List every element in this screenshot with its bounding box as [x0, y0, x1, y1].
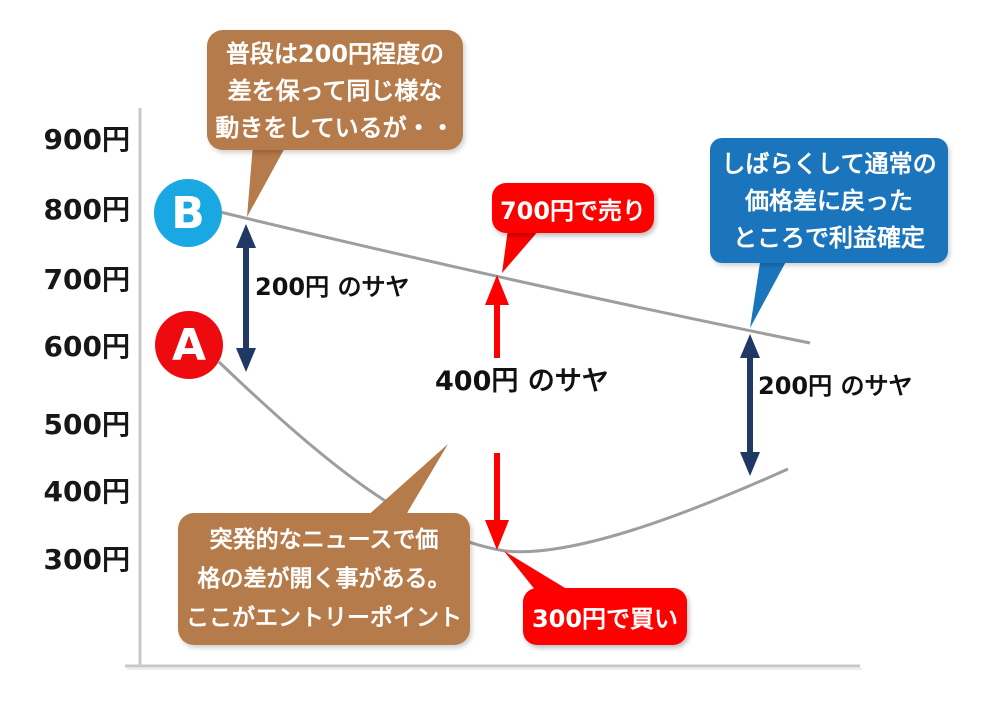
buy-tag: 300円で買い	[523, 588, 687, 645]
bottom-brown-callout-tail	[365, 444, 448, 518]
y-tick-500: 500円	[43, 408, 130, 441]
middle-spread-line2: のサヤ	[527, 366, 609, 397]
series-b-letter: B	[171, 187, 205, 239]
middle-spread-arrow	[485, 275, 509, 550]
right-spread-arrow	[740, 334, 760, 476]
y-tick-900: 900円	[43, 123, 130, 156]
left-spread-arrow	[236, 224, 256, 372]
series-line-a	[217, 360, 789, 554]
middle-spread-line1: 400円	[435, 366, 519, 397]
bottom-brown-line3: ここがエントリーポイント	[186, 605, 462, 631]
right-spread-label: 200円 のサヤ	[758, 370, 912, 402]
top-brown-line3: 動きをしているが・・	[215, 114, 455, 142]
bottom-brown-callout: 突発的なニュースで価 格の差が開く事がある。 ここがエントリーポイント	[178, 513, 470, 645]
top-brown-line1: 普段は200円程度の	[225, 40, 445, 68]
blue-callout-line2: 価格差に戻った	[745, 187, 913, 215]
blue-callout-tail	[750, 256, 789, 328]
top-brown-line2: 差を保って同じ様な	[227, 77, 443, 105]
blue-callout: しばらくして通常の 価格差に戻った ところで利益確定	[710, 138, 948, 263]
top-brown-callout-tail	[247, 144, 287, 217]
left-spread-line1: 200円	[255, 273, 330, 301]
middle-spread-label: 400円 のサヤ	[435, 362, 609, 402]
buy-tag-label: 300円で買い	[531, 605, 679, 633]
left-spread-label: 200円 のサヤ	[255, 271, 409, 303]
top-brown-callout: 普段は200円程度の 差を保って同じ様な 動きをしているが・・	[207, 30, 463, 150]
right-spread-line2: のサヤ	[840, 372, 913, 400]
left-spread-line2: のサヤ	[337, 273, 410, 301]
series-line-b	[215, 209, 811, 345]
series-a-badge: A	[155, 311, 223, 379]
y-tick-600: 600円	[43, 330, 130, 363]
buy-tag-tail	[504, 551, 570, 591]
blue-callout-line3: ところで利益確定	[733, 224, 925, 252]
sell-tag: 700円で売り	[492, 183, 654, 233]
y-tick-700: 700円	[43, 263, 130, 296]
series-b-badge: B	[154, 179, 222, 247]
y-tick-400: 400円	[43, 475, 130, 508]
blue-callout-line1: しばらくして通常の	[721, 150, 937, 178]
bottom-brown-line2: 格の差が開く事がある。	[197, 566, 451, 592]
series-a-letter: A	[171, 319, 207, 371]
y-tick-300: 300円	[43, 543, 130, 576]
bottom-brown-line1: 突発的なニュースで価	[209, 527, 439, 553]
sell-tag-tail	[502, 229, 540, 273]
sell-tag-label: 700円で売り	[499, 196, 647, 225]
right-spread-line1: 200円	[758, 372, 833, 400]
y-tick-800: 800円	[43, 193, 130, 226]
